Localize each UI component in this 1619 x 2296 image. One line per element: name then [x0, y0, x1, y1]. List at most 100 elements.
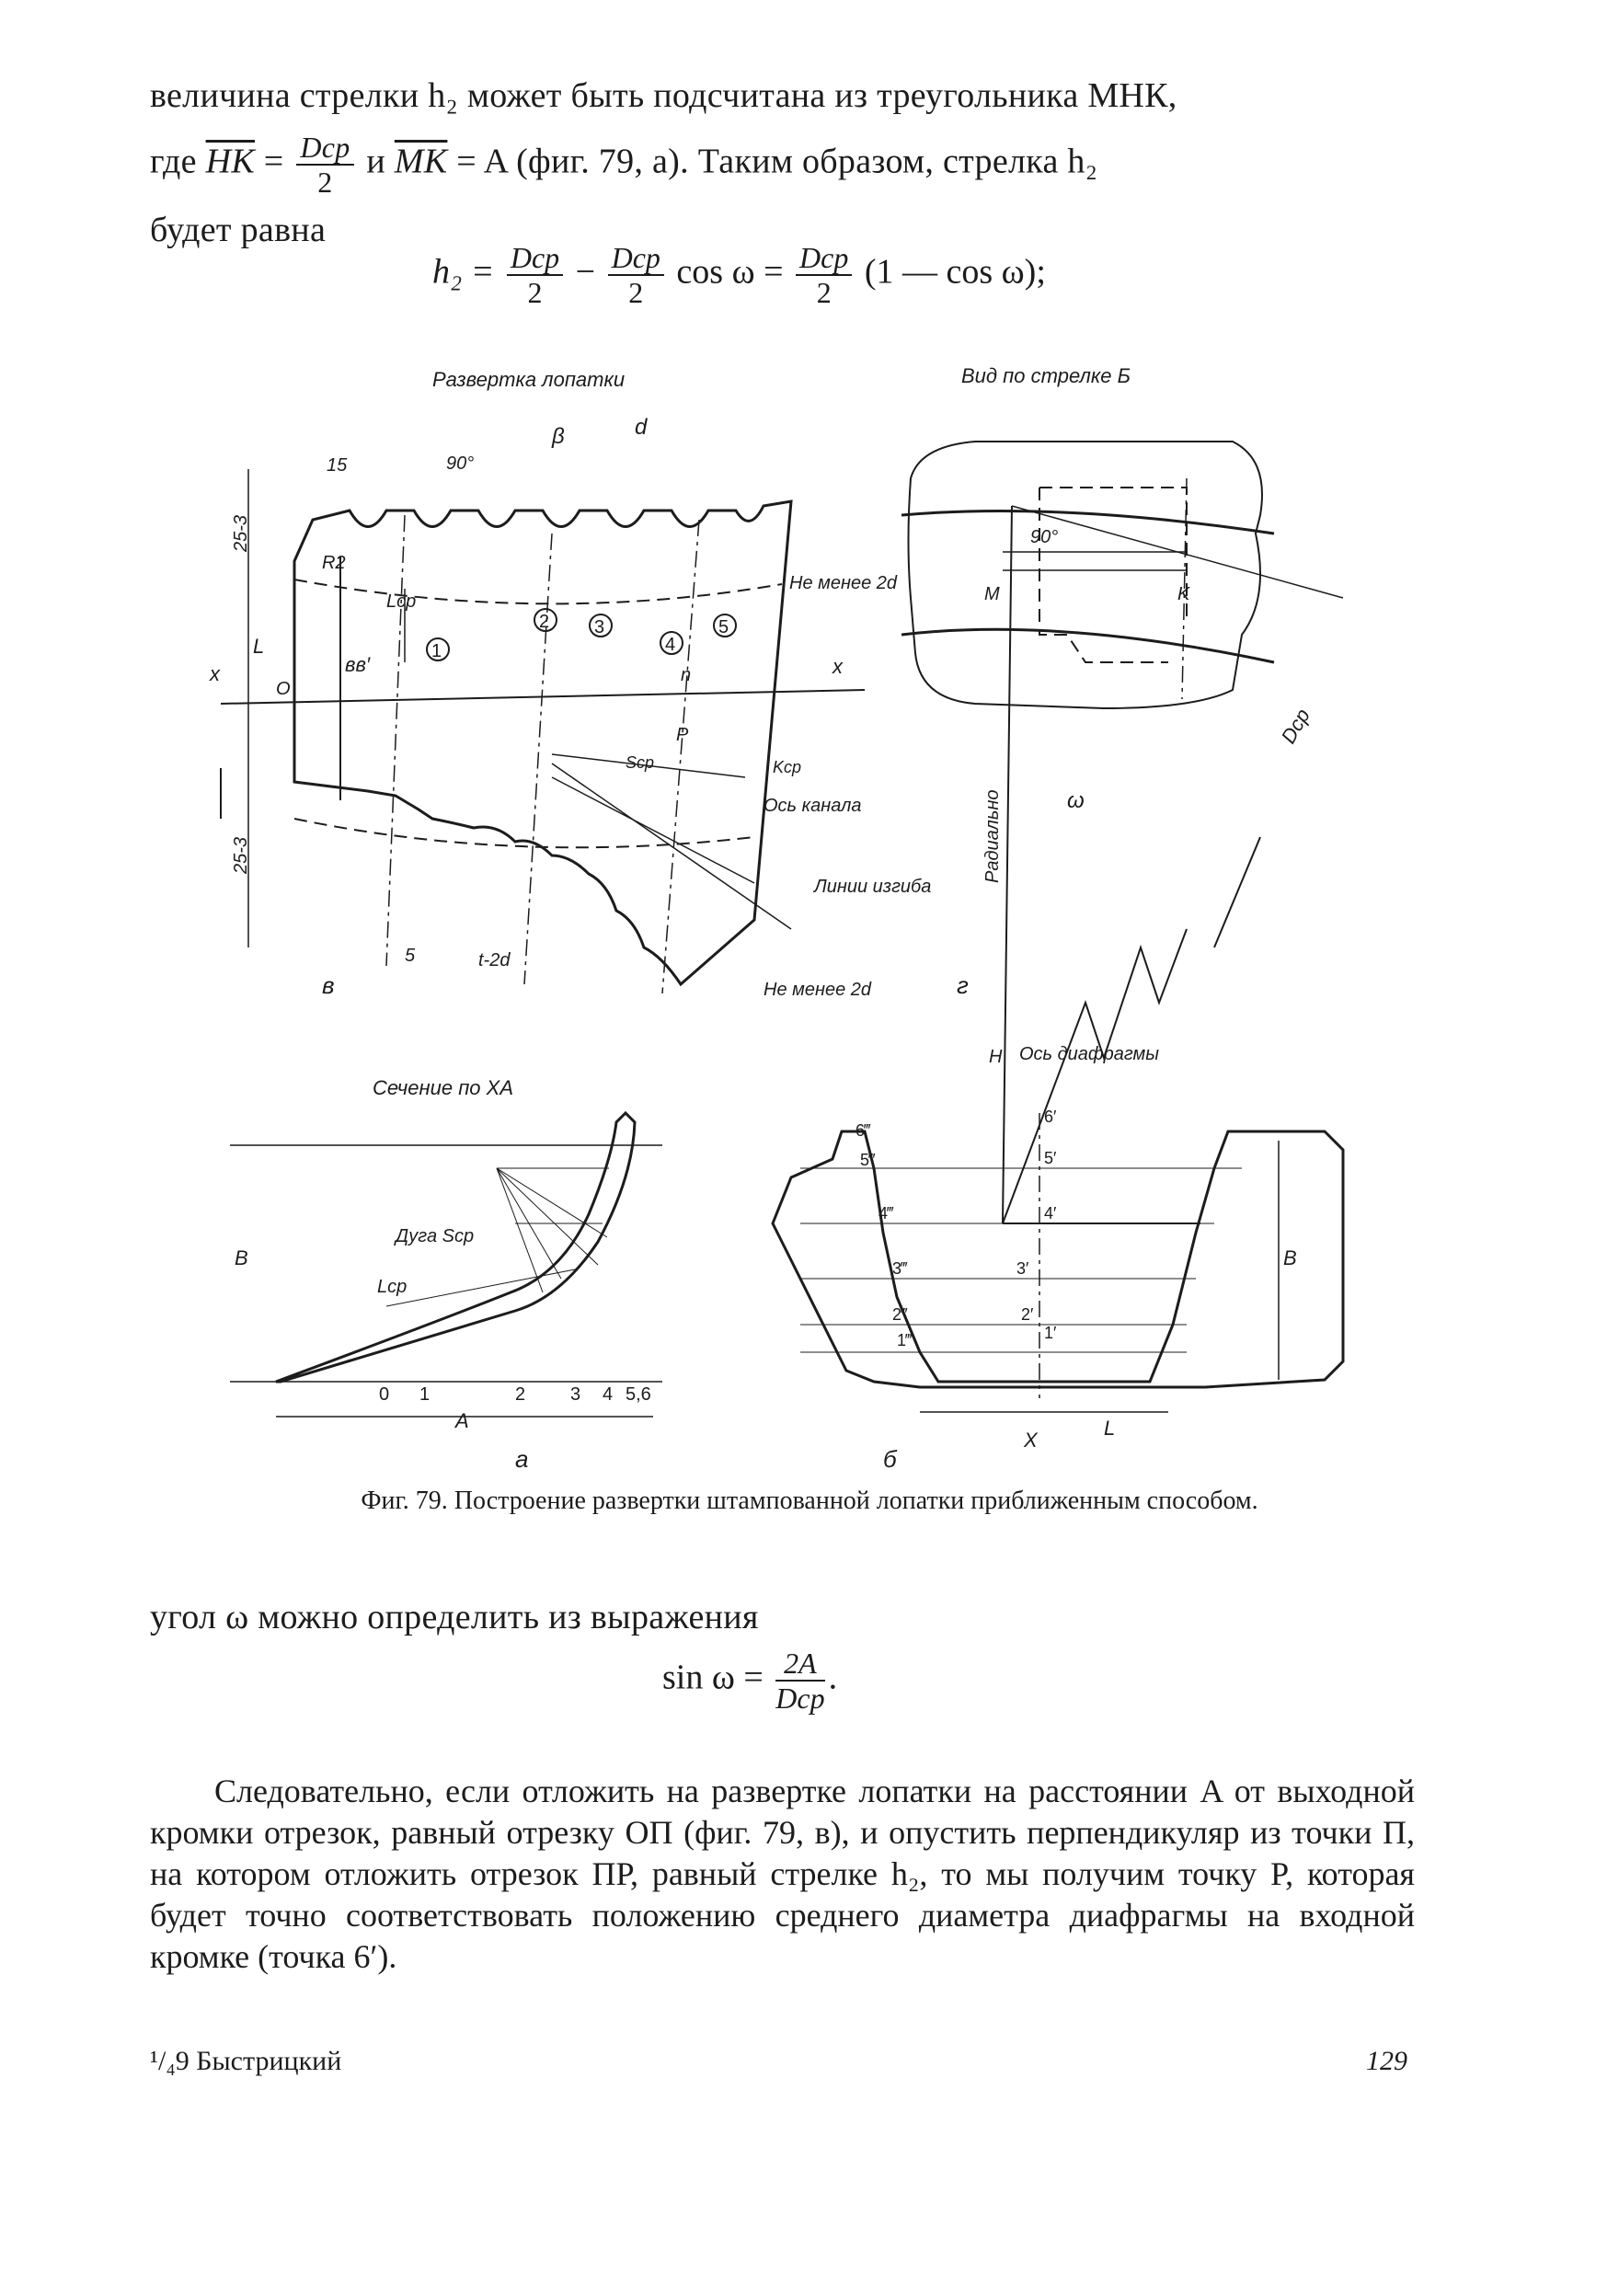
dim-B-left: B — [235, 1246, 248, 1269]
formula-frac-2-num: Dср — [607, 241, 664, 276]
body-paragraph: Следовательно, если отложить на развертк… — [150, 1773, 1415, 1975]
label-kcp: Kср — [773, 758, 801, 776]
footer-left: ¹/₄9 Быстрицкий — [150, 2046, 342, 2076]
formula-sin-lhs: sin ω = — [662, 1658, 764, 1697]
formula-sin-tail: . — [828, 1658, 838, 1697]
bottom-point-3: 3 — [570, 1384, 580, 1405]
point-x-left: x — [209, 662, 221, 685]
overline-hk: HK — [205, 142, 255, 181]
text-line-2-suffix: = A (фиг. 79, a). Таким образом, стрелка… — [447, 142, 1098, 181]
formula-frac-1-num: Dср — [506, 241, 564, 276]
overline-mk: MK — [394, 142, 448, 181]
label-a: a — [515, 1445, 528, 1473]
formula-frac-3-num: Dср — [796, 241, 853, 276]
section-xa — [230, 1110, 662, 1418]
formula-cos: cos ω = — [676, 252, 784, 292]
formula-frac-3-den: 2 — [816, 276, 832, 309]
annotation-diaphragm-axis: Ось диафрагмы — [1019, 1044, 1159, 1064]
dim-lcp-top: Lср — [386, 591, 416, 612]
marker-label-4: 4 — [665, 635, 675, 655]
point-m: M — [984, 584, 1000, 604]
formula-minus: − — [575, 252, 596, 292]
title-section: Сечение по XA — [373, 1076, 513, 1099]
dim-90-top: 90° — [446, 453, 474, 474]
dim-d: d — [635, 415, 648, 440]
view-arrow-b — [901, 441, 1344, 1224]
text-and: и — [357, 142, 395, 181]
text-line-3: будет равна — [150, 211, 327, 249]
section-point-5tt: 5‴ — [860, 1151, 876, 1169]
label-v: в — [322, 971, 335, 999]
marker-circle-1 — [426, 637, 450, 661]
annotation-bend-lines: Линии изгиба — [812, 877, 931, 897]
dim-beta: β — [551, 424, 565, 449]
formula-sin-num: 2A — [775, 1647, 825, 1682]
bottom-point-4: 4 — [603, 1384, 613, 1405]
section-point-4tt: 4‴ — [878, 1204, 894, 1223]
marker-circle-4 — [660, 631, 683, 655]
point-k: K — [1177, 584, 1191, 604]
formula-sin-den: Dср — [775, 1682, 825, 1715]
marker-circle-3 — [589, 614, 613, 637]
bottom-point-1: 1 — [419, 1384, 430, 1405]
formula-tail: (1 — cos ω); — [864, 252, 1046, 292]
angle-line: угол ω можно определить из выражения — [150, 1598, 759, 1636]
dim-lcp: Lср — [377, 1277, 407, 1297]
dim-L-left: L — [253, 635, 264, 658]
dim-t2d: t-2d — [478, 950, 511, 970]
dim-omega: ω — [1067, 788, 1085, 813]
dim-15: 15 — [327, 455, 348, 476]
formula-h2-lhs: h₂ = — [432, 252, 495, 292]
fraction-denominator: 2 — [317, 166, 333, 199]
dim-L-bottom: L — [1104, 1417, 1115, 1440]
section-point-1p: 1′ — [1044, 1324, 1057, 1342]
marker-circle-5 — [713, 614, 737, 637]
figure-79: 1 2 3 4 5 Развертка лопатки Вид по стрел… — [209, 364, 1345, 1473]
marker-label-1: 1 — [431, 641, 442, 661]
point-o: O — [276, 679, 291, 699]
formula-frac-1-den: 2 — [527, 276, 543, 309]
point-n: n — [681, 665, 691, 685]
annotation-not-less-bottom: Не менее 2d — [764, 980, 872, 1000]
section-b — [771, 1113, 1345, 1413]
section-point-4p: 4′ — [1044, 1204, 1057, 1223]
annotation-not-less-top: Не менее 2d — [789, 573, 898, 593]
dim-90-view: 90° — [1030, 527, 1058, 547]
fraction-numerator: Dср — [296, 131, 354, 166]
label-b: б — [883, 1445, 898, 1473]
marker-label-5: 5 — [718, 617, 729, 637]
section-point-3p: 3′ — [1016, 1259, 1029, 1278]
circled-markers — [426, 608, 737, 661]
page-number: 129 — [1366, 2046, 1407, 2076]
section-point-2tt: 2‴ — [892, 1305, 908, 1324]
title-view: Вид по стрелке Б — [961, 364, 1131, 387]
section-point-6tt: 6‴ — [855, 1121, 871, 1140]
section-point-2p: 2′ — [1021, 1305, 1034, 1324]
blade-development — [220, 469, 866, 994]
figure-caption: Фиг. 79. Построение развертки штампованн… — [361, 1487, 1258, 1515]
dim-25-3-top: 25-3 — [231, 515, 251, 553]
dim-25-3-bottom: 25-3 — [231, 837, 251, 875]
section-point-5p: 5′ — [1044, 1149, 1057, 1167]
bottom-point-56: 5,6 — [626, 1384, 651, 1405]
dim-A: A — [454, 1409, 469, 1432]
dim-B-right: B — [1283, 1246, 1297, 1269]
annotation-channel-axis: Ось канала — [764, 796, 862, 816]
eq-sign: = — [254, 142, 293, 181]
dim-5: 5 — [405, 946, 416, 966]
label-scp: Sср — [626, 753, 654, 772]
formula-frac-2-den: 2 — [628, 276, 644, 309]
text-line-2-prefix: где — [150, 142, 206, 181]
point-p: P — [676, 725, 689, 745]
label-bb: вв′ — [345, 653, 371, 676]
section-point-6p: 6′ — [1044, 1108, 1057, 1126]
marker-circle-2 — [534, 608, 557, 632]
bottom-point-2: 2 — [515, 1384, 525, 1405]
